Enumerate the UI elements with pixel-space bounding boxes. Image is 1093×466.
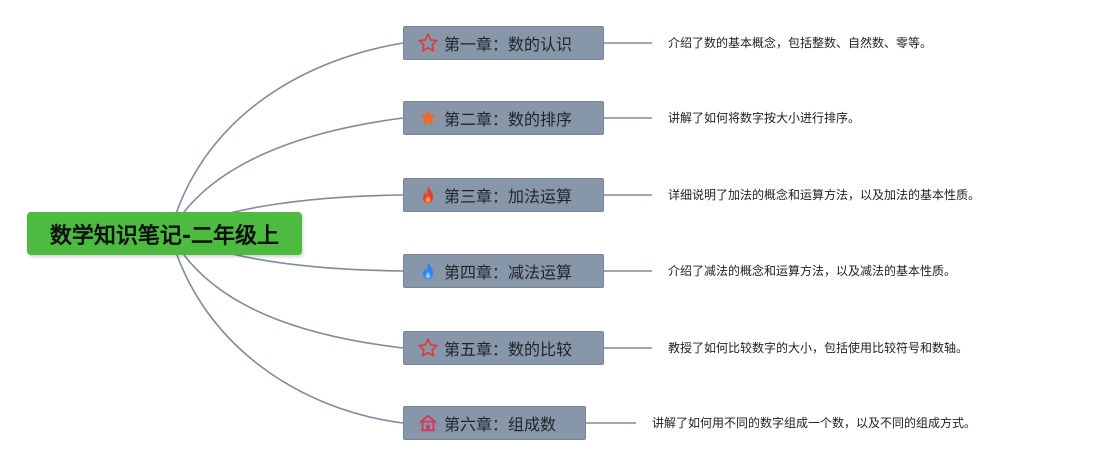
chapter-node-4[interactable]: 第四章：减法运算 [403, 254, 604, 288]
chapter-node-5[interactable]: 第五章：数的比较 [403, 331, 604, 365]
chapter-title: 第二章：数的排序 [444, 110, 573, 129]
root-topic[interactable]: 数学知识笔记-二年级上 [27, 212, 302, 255]
connector-root-chapter-6 [169, 232, 404, 424]
chapter-title: 第三章：加法运算 [444, 187, 573, 206]
connector-root-chapter-2 [169, 117, 404, 234]
chapter-description: 详细说明了加法的概念和运算方法，以及加法的基本性质。 [668, 188, 981, 202]
chapter-title: 第五章：数的比较 [444, 340, 573, 359]
chapter-node-1[interactable]: 第一章：数的认识 [403, 26, 604, 60]
home-icon [416, 411, 440, 435]
chapter-title: 第四章：减法运算 [444, 263, 573, 282]
chapter-title: 第六章：组成数 [444, 415, 557, 434]
flame-icon [416, 183, 440, 207]
chapter-description: 讲解了如何用不同的数字组成一个数，以及不同的组成方式。 [652, 416, 977, 430]
connector-root-chapter-1 [169, 42, 404, 234]
root-topic-label: 数学知识笔记-二年级上 [49, 223, 280, 249]
chapter-node-6[interactable]: 第六章：组成数 [403, 406, 586, 440]
star-outline-icon [416, 336, 440, 360]
chapter-title: 第一章：数的认识 [444, 35, 573, 54]
connector-root-chapter-5 [169, 232, 404, 349]
star-outline-icon [416, 31, 440, 55]
chapter-description: 教授了如何比较数字的大小，包括使用比较符号和数轴。 [668, 341, 969, 355]
chapter-description: 介绍了数的基本概念，包括整数、自然数、零等。 [668, 36, 933, 50]
drop-icon [416, 259, 440, 283]
chapter-node-3[interactable]: 第三章：加法运算 [403, 178, 604, 212]
chapter-node-2[interactable]: 第二章：数的排序 [403, 101, 604, 135]
star-filled-icon [416, 106, 440, 130]
chapter-description: 介绍了减法的概念和运算方法，以及减法的基本性质。 [668, 264, 957, 278]
chapter-description: 讲解了如何将数字按大小进行排序。 [668, 111, 861, 125]
